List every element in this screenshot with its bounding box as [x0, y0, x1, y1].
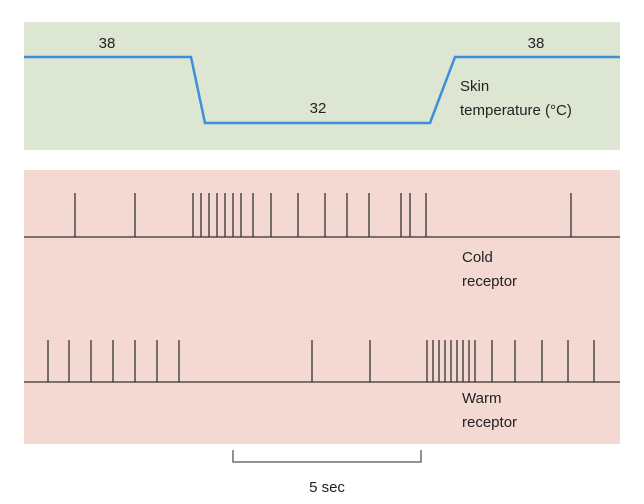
temperature-panel: 38 32 38 Skin temperature (°C) — [24, 22, 620, 150]
warm-receptor-trace: Warm receptor — [24, 340, 620, 431]
temperature-trace — [24, 55, 620, 125]
warm-spike-group — [47, 340, 595, 382]
temperature-value-middle: 32 — [310, 100, 327, 117]
cold-receptor-label-line2: receptor — [462, 273, 517, 290]
cold-receptor-trace: Cold receptor — [24, 193, 620, 290]
scale-bar-bracket — [232, 450, 422, 463]
temperature-value-end: 38 — [528, 35, 545, 52]
temperature-label-line1: Skin — [460, 78, 489, 95]
temperature-value-start: 38 — [99, 35, 116, 52]
temperature-label-line2: temperature (°C) — [460, 102, 572, 119]
receptor-panel: Cold receptor Warm receptor — [24, 170, 620, 444]
warm-receptor-label-line2: receptor — [462, 414, 517, 431]
cold-spike-group — [74, 193, 572, 237]
scale-bar: 5 sec — [232, 450, 422, 496]
scale-bar-label: 5 sec — [309, 479, 345, 496]
warm-receptor-label-line1: Warm — [462, 390, 501, 407]
cold-receptor-label-line1: Cold — [462, 249, 493, 266]
receptor-panel-background — [24, 170, 620, 444]
temperature-panel-background — [24, 22, 620, 150]
